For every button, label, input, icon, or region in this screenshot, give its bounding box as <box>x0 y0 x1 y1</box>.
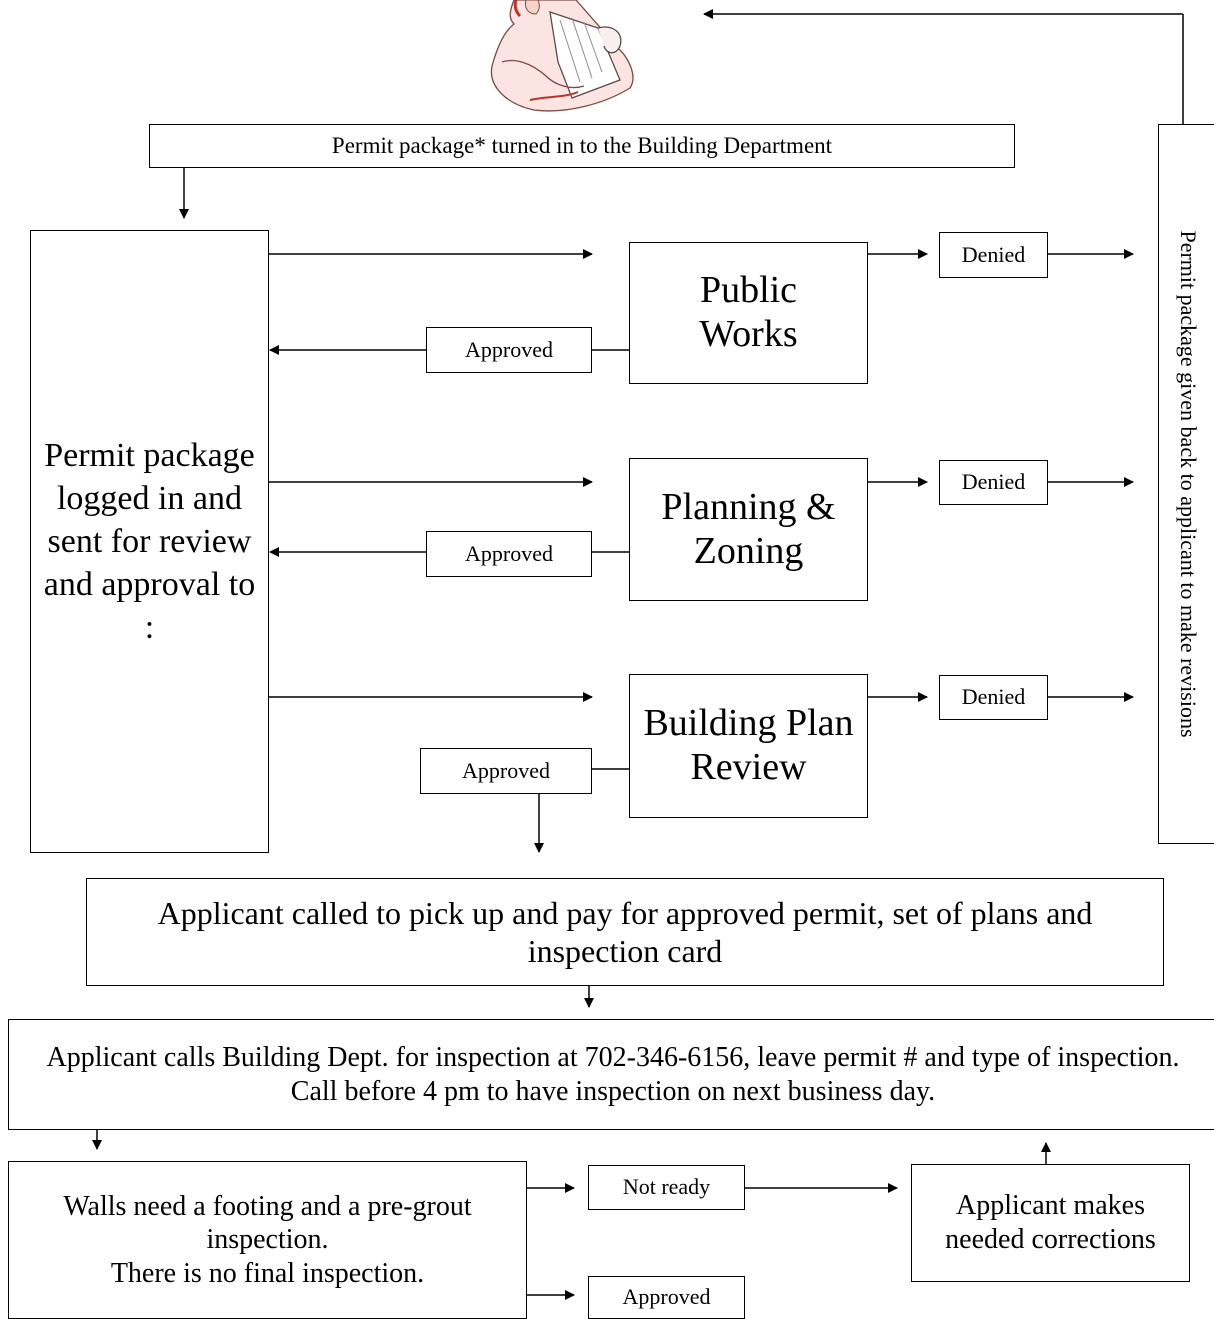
walls-inspection-requirement: Walls need a footing and a pre-grout ins… <box>63 1190 472 1256</box>
building-plan-review-denied-badge: Denied <box>939 675 1048 720</box>
public-works-approved-badge: Approved <box>426 327 592 373</box>
public-works-box: Public Works <box>629 242 868 384</box>
pickup-permit-box: Applicant called to pick up and pay for … <box>86 878 1164 986</box>
call-for-inspection-box: Applicant calls Building Dept. for inspe… <box>8 1019 1214 1130</box>
return-to-applicant-box: Permit package given back to applicant t… <box>1158 124 1214 844</box>
building-plan-review-approved-badge: Approved <box>420 748 592 794</box>
permit-submitted-box: Permit package* turned in to the Buildin… <box>149 124 1015 168</box>
not-ready-badge: Not ready <box>588 1165 745 1210</box>
applicant-corrections-box: Applicant makes needed corrections <box>911 1164 1190 1282</box>
final-approved-badge: Approved <box>588 1276 745 1319</box>
return-to-applicant-text: Permit package given back to applicant t… <box>1176 230 1201 738</box>
building-plan-review-box: Building Plan Review <box>629 674 868 818</box>
public-works-denied-badge: Denied <box>939 232 1048 278</box>
planning-zoning-box: Planning & Zoning <box>629 458 868 601</box>
planning-zoning-approved-badge: Approved <box>426 531 592 577</box>
permit-intake-box: Permit package logged in and sent for re… <box>30 230 269 853</box>
walls-no-final-note: There is no final inspection. <box>110 1257 425 1289</box>
walls-inspection-box: Walls need a footing and a pre-grout ins… <box>8 1161 527 1319</box>
applicant-with-plans-icon <box>490 0 634 112</box>
planning-zoning-denied-badge: Denied <box>939 460 1048 505</box>
